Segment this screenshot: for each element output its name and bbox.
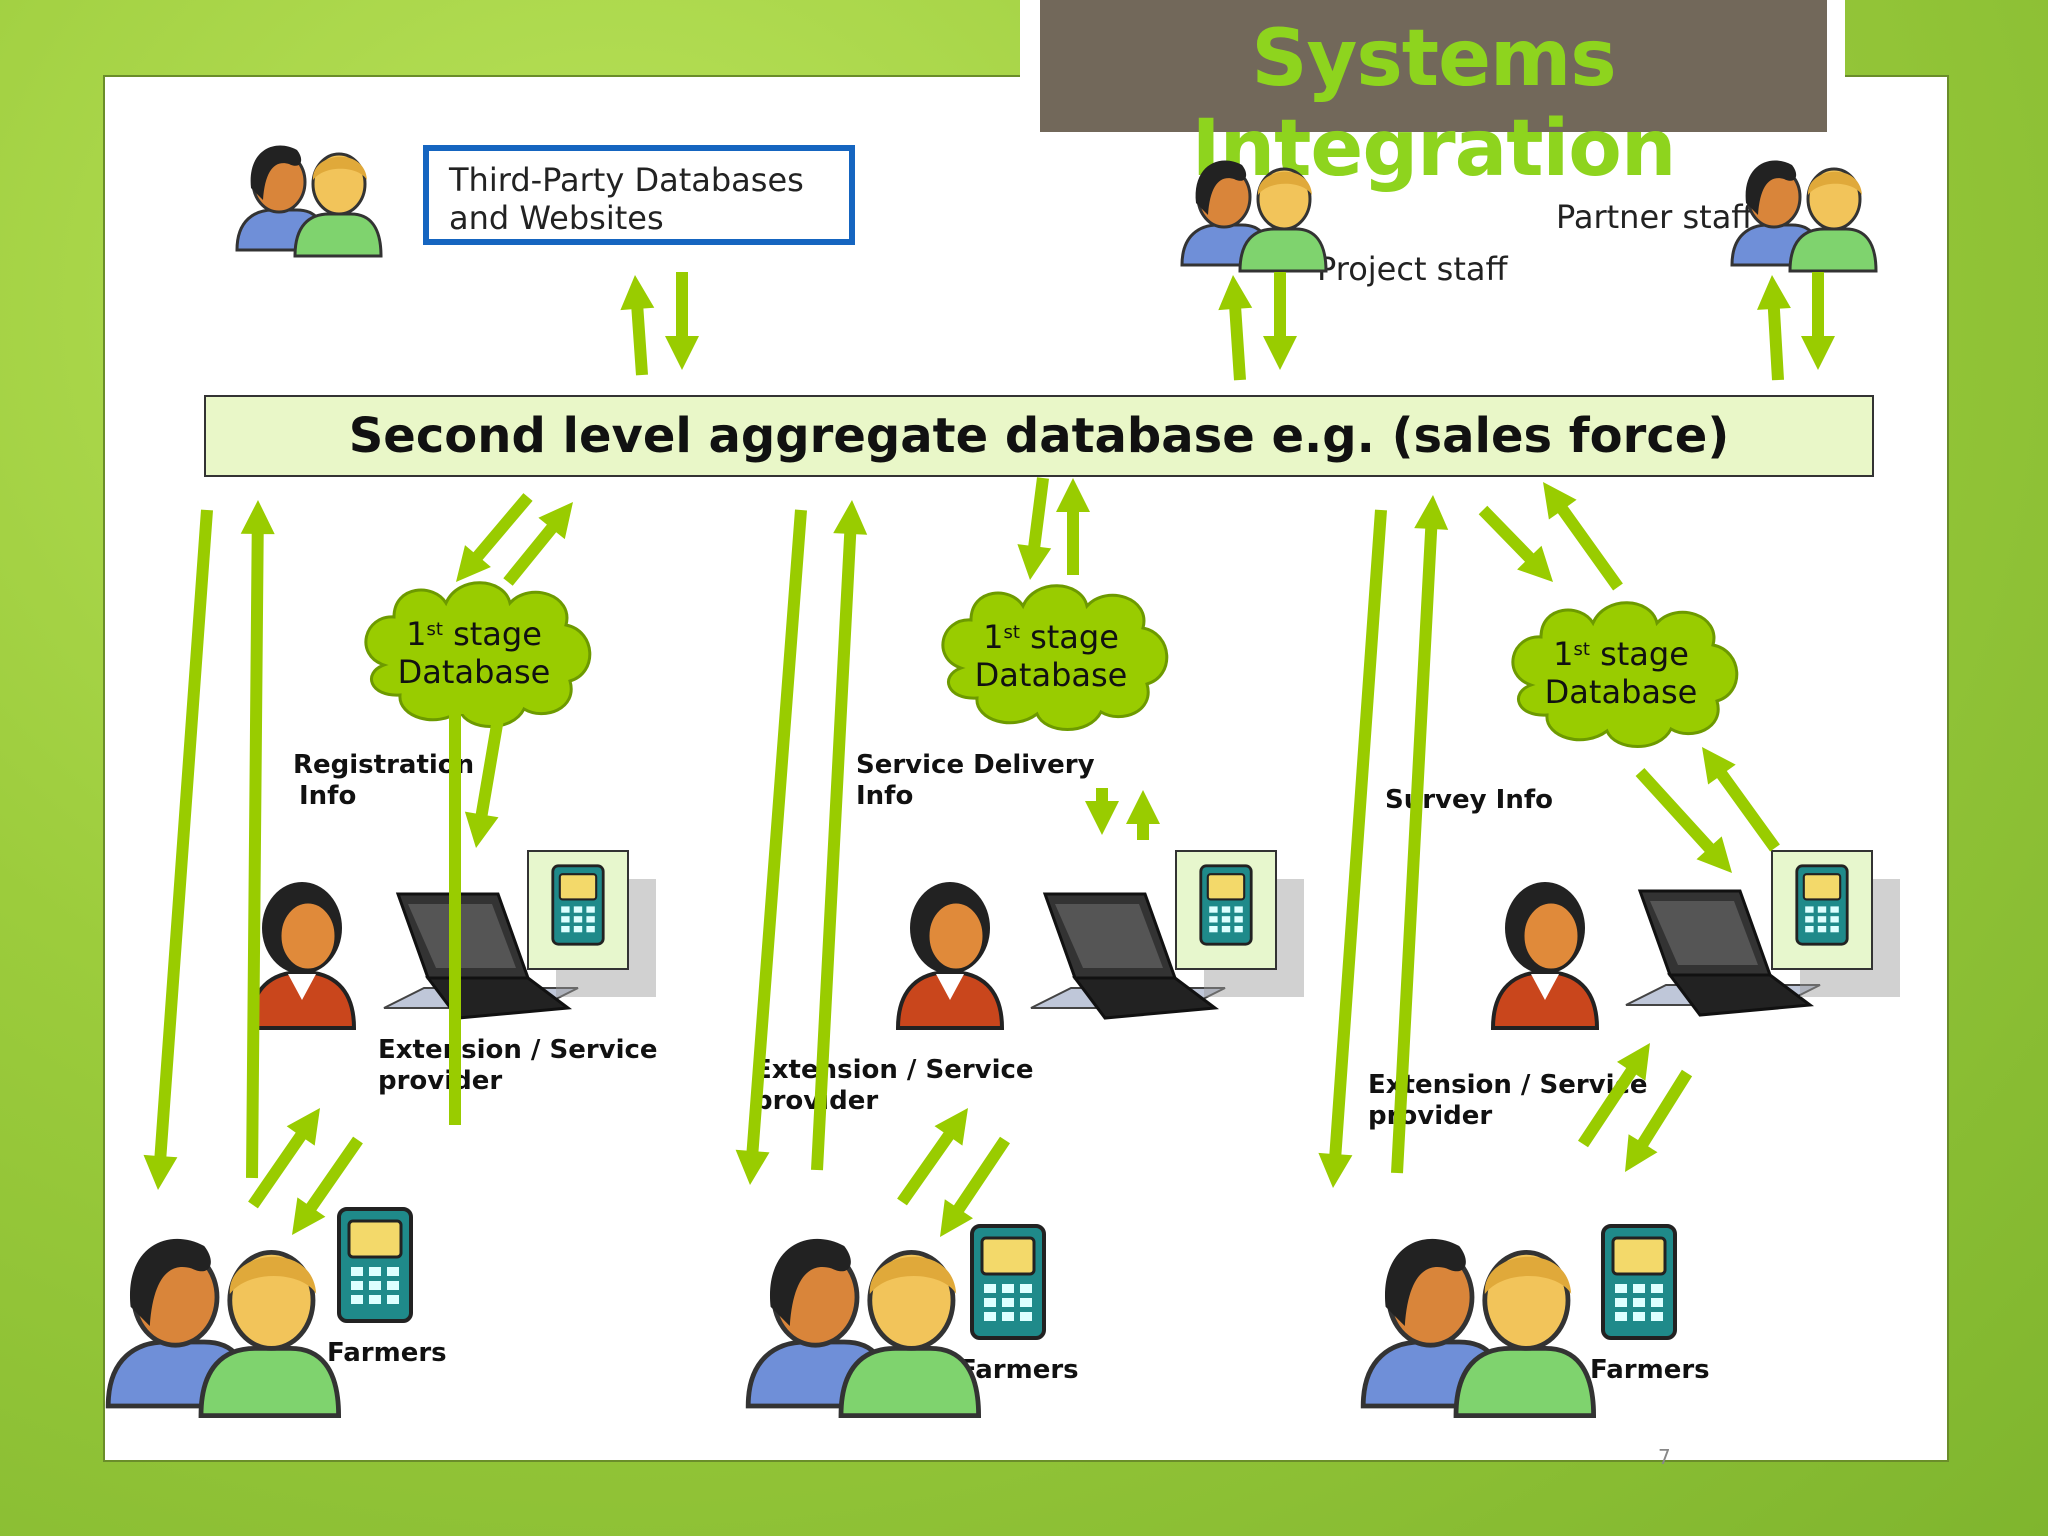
people-icon — [1180, 159, 1328, 273]
provider-line: Extension / Service — [1368, 1070, 1648, 1100]
extension-person-icon — [1491, 880, 1599, 1030]
flow-arrow — [665, 272, 699, 370]
flow-arrow — [940, 1136, 1010, 1237]
flow-arrow — [464, 706, 506, 848]
provider-line: Extension / Service — [754, 1055, 1034, 1085]
phone-icon — [970, 1224, 1046, 1340]
provider-line: provider — [378, 1066, 503, 1096]
flow-arrow — [897, 1108, 968, 1206]
mobile-card-icon — [1176, 851, 1304, 997]
extension-person-icon — [896, 880, 1004, 1030]
flow-arrow — [1578, 1043, 1650, 1148]
flow-arrow — [1126, 790, 1160, 840]
partner-staff-label: Partner staff — [1556, 198, 1754, 236]
info-line: Info — [299, 781, 357, 811]
flow-arrow — [1757, 275, 1791, 381]
provider-line: Extension / Service — [378, 1035, 658, 1065]
aggregate-database-label: Second level aggregate database e.g. (sa… — [348, 408, 1730, 464]
flow-arrow — [503, 502, 573, 586]
stage-db-line-1: 1st stage — [406, 615, 542, 653]
phone-icon — [337, 1207, 413, 1323]
project-staff-label: Project staff — [1317, 250, 1508, 288]
flow-arrow — [143, 509, 213, 1191]
people-icon — [748, 1239, 978, 1416]
slide-title: Systems Integration — [1191, 14, 1677, 194]
info-line: Registration — [293, 750, 475, 780]
farmers-label-3: Farmers — [1590, 1355, 1710, 1385]
service-delivery-info-label: Service Delivery Info — [856, 750, 1095, 812]
people-icon — [108, 1239, 338, 1416]
provider-label-1: Extension / Service provider — [378, 1035, 658, 1097]
flow-arrow — [1702, 747, 1780, 852]
people-icon — [1730, 159, 1878, 273]
flow-arrow — [1478, 505, 1553, 582]
flow-arrow — [1318, 509, 1387, 1189]
phone-icon — [1601, 1224, 1677, 1340]
provider-label-3: Extension / Service provider — [1368, 1070, 1648, 1132]
info-line: Info — [856, 781, 914, 811]
flow-arrow — [1635, 768, 1732, 873]
stage-db-line-2: Database — [398, 653, 551, 691]
stage-db-line-2: Database — [1545, 673, 1698, 711]
farmers-label-1: Farmers — [327, 1338, 447, 1368]
flow-arrow — [1056, 478, 1090, 575]
registration-info-label: Registration Info — [293, 750, 474, 812]
flow-arrow — [438, 680, 472, 1125]
stage-db-line-1: 1st stage — [1553, 635, 1689, 673]
flow-arrow — [811, 500, 868, 1171]
third-party-line-1: Third-Party Databases — [449, 161, 804, 199]
extension-person-icon — [248, 880, 356, 1030]
info-line: Service Delivery — [856, 750, 1095, 780]
farmers-label-2: Farmers — [959, 1355, 1079, 1385]
mobile-card-icon — [528, 851, 656, 997]
flow-arrow — [1085, 788, 1119, 835]
mobile-card-icon — [1772, 851, 1900, 997]
people-icon — [1363, 1239, 1593, 1416]
title-background — [1040, 0, 1827, 132]
flow-arrow — [1391, 495, 1449, 1174]
people-icon — [235, 144, 383, 258]
stage-db-line-1: 1st stage — [983, 618, 1119, 656]
flow-arrow — [620, 275, 655, 376]
aggregate-database-bar: Second level aggregate database e.g. (sa… — [204, 395, 1874, 477]
flow-arrow — [1543, 482, 1623, 591]
flow-arrow — [1017, 477, 1052, 580]
flow-arrow — [240, 500, 275, 1179]
flow-arrow — [292, 1136, 363, 1235]
provider-line: provider — [1368, 1101, 1493, 1131]
flow-arrow — [248, 1108, 320, 1209]
page-number: 7 — [1658, 1445, 1671, 1469]
flow-arrow — [1218, 275, 1253, 381]
flow-arrow — [1263, 272, 1297, 370]
flow-arrow — [1801, 272, 1835, 370]
flow-arrow — [735, 509, 807, 1185]
flow-arrow — [456, 493, 533, 582]
flow-arrow — [1625, 1069, 1693, 1172]
third-party-line-2: and Websites — [449, 199, 664, 237]
third-party-box: Third-Party Databases and Websites — [423, 145, 855, 245]
stage-db-line-2: Database — [975, 656, 1128, 694]
